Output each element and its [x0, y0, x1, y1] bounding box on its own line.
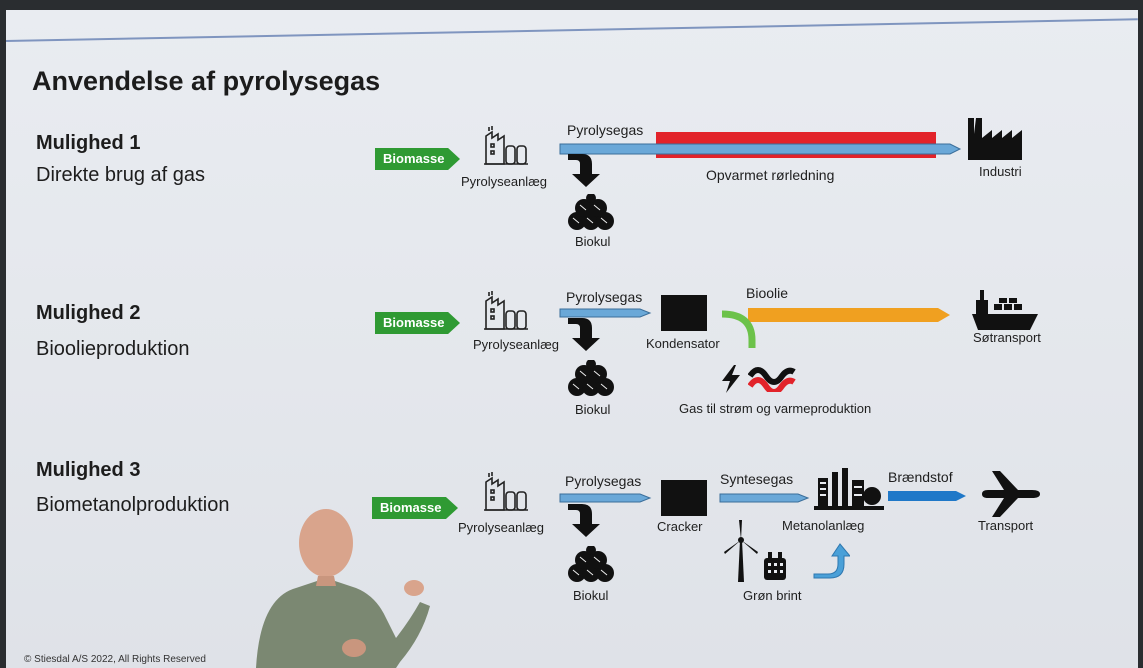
mulighed2-heading: Mulighed 2	[36, 302, 141, 324]
end-label-2: Søtransport	[973, 330, 1041, 345]
syngas-arrow	[719, 493, 810, 503]
power-label: Gas til strøm og varmeproduktion	[679, 401, 872, 416]
fuel-label: Brændstof	[888, 469, 953, 485]
biochar-label-3: Biokul	[573, 588, 609, 603]
electrolyser-icon	[764, 552, 786, 580]
methanol-label: Metanolanlæg	[782, 518, 865, 533]
plant-label-3: Pyrolyseanlæg	[458, 520, 544, 535]
mulighed1-subtitle: Direkte brug af gas	[36, 164, 205, 186]
heated-pipe-arrow	[559, 132, 962, 158]
wind-turbine-icon	[724, 520, 758, 582]
gas-arrow-3	[559, 493, 652, 503]
plant-label-2: Pyrolyseanlæg	[473, 337, 559, 352]
end-label-3: Transport	[978, 518, 1034, 533]
gas-label-1: Pyrolysegas	[567, 122, 644, 138]
mulighed1-heading: Mulighed 1	[36, 132, 141, 154]
lightning-icon	[722, 365, 740, 393]
down-arrow-icon	[568, 154, 600, 187]
bioolie-arrow	[721, 308, 950, 348]
header-line	[6, 18, 1138, 42]
biochar-icon	[568, 546, 614, 582]
hydrogen-label: Grøn brint	[743, 588, 802, 603]
down-arrow-icon	[568, 504, 600, 537]
cracker-box-icon	[661, 480, 707, 516]
presenter-figure	[256, 509, 430, 668]
airplane-icon	[982, 471, 1040, 517]
gas-label-2: Pyrolysegas	[566, 289, 643, 305]
biomasse-arrow-2: Biomasse	[375, 312, 460, 334]
biomasse-arrow-1: Biomasse	[375, 148, 460, 170]
heat-icon	[748, 367, 796, 392]
pyrolysis-plant-icon	[484, 291, 528, 330]
condenser-box-icon	[661, 295, 707, 331]
biochar-icon	[568, 194, 614, 230]
biochar-icon	[568, 360, 614, 396]
pyrolysis-plant-icon	[484, 472, 528, 511]
biochar-label-1: Biokul	[575, 234, 611, 249]
mulighed3-heading: Mulighed 3	[36, 459, 141, 481]
biochar-label-2: Biokul	[575, 402, 611, 417]
end-label-1: Industri	[979, 164, 1022, 179]
down-arrow-icon	[568, 318, 600, 351]
biomasse-arrow-3: Biomasse	[372, 497, 458, 519]
gas-label-3: Pyrolysegas	[565, 473, 642, 489]
ship-icon	[972, 290, 1038, 330]
copyright: © Stiesdal A/S 2022, All Rights Reserved	[24, 654, 206, 665]
hydrogen-arrow	[813, 543, 850, 579]
slide-title: Anvendelse af pyrolysegas	[32, 66, 381, 96]
mulighed2-subtitle: Bioolieproduktion	[36, 338, 190, 360]
methanol-plant-icon	[814, 468, 884, 510]
fuel-arrow	[888, 491, 966, 501]
slide: Anvendelse af pyrolysegas Mulighed 1 Dir…	[6, 10, 1138, 668]
mulighed3-subtitle: Biometanolproduktion	[36, 494, 230, 516]
factory-icon	[968, 118, 1022, 160]
syngas-label: Syntesegas	[720, 471, 794, 487]
pyrolysis-plant-icon	[484, 126, 528, 165]
plant-label-1: Pyrolyseanlæg	[461, 174, 547, 189]
bioolie-label: Bioolie	[746, 285, 789, 301]
condenser-label: Kondensator	[646, 336, 720, 351]
gas-arrow-2	[559, 308, 652, 318]
pipe-label: Opvarmet rørledning	[706, 167, 835, 183]
cracker-label: Cracker	[657, 519, 703, 534]
